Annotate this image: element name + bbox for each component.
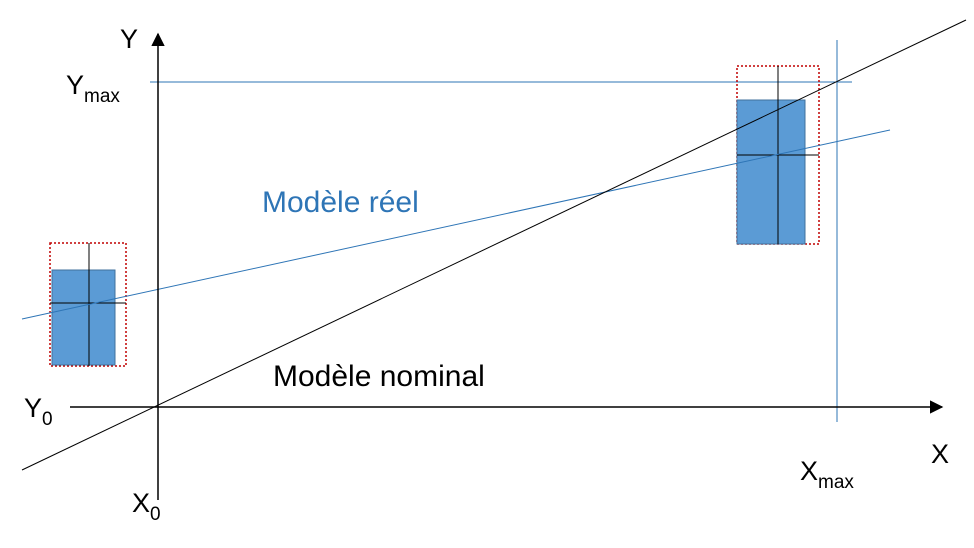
- nominal-model-line: [21, 19, 967, 471]
- y-max-label: Ymax: [66, 70, 120, 107]
- nominal-model-label: Modèle nominal: [273, 360, 485, 393]
- y0-label: Y0: [24, 393, 53, 430]
- x0-label-main: X: [132, 488, 150, 518]
- x0-label: X0: [132, 488, 161, 525]
- left-tolerance-box: [49, 242, 127, 367]
- x-axis-label: X: [931, 439, 949, 469]
- right-measurement-box: [736, 99, 806, 245]
- left-measurement-box: [51, 269, 116, 366]
- x-max-label-main: X: [800, 456, 818, 486]
- x-max-label-sub: max: [818, 472, 854, 493]
- real-model-label: Modèle réel: [262, 186, 419, 219]
- x-max-label: Xmax: [800, 456, 854, 493]
- y0-label-main: Y: [24, 393, 42, 423]
- y-axis-label: Y: [120, 24, 138, 54]
- x0-label-sub: 0: [150, 504, 161, 525]
- y-max-label-main: Y: [66, 70, 84, 100]
- real-model-line: [21, 129, 891, 320]
- y0-label-sub: 0: [42, 409, 53, 430]
- y-max-label-sub: max: [84, 86, 120, 107]
